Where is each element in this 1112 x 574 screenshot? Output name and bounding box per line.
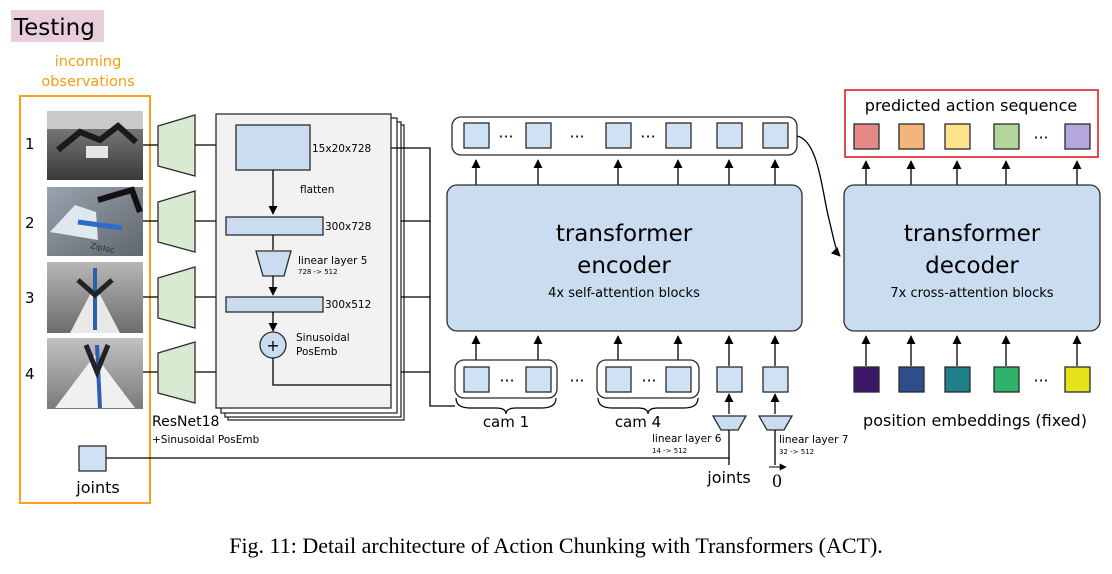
encoder-output-arrows <box>471 159 780 185</box>
position-token-1 <box>853 366 880 393</box>
joints-encoder-label: joints <box>706 468 750 487</box>
action-token-3 <box>944 123 971 150</box>
cam4-label: cam 4 <box>615 413 661 431</box>
encoder-output-tokens <box>463 122 789 149</box>
backbone-4 <box>157 341 196 404</box>
linear-layer-7-label: linear layer 7 <box>779 434 848 446</box>
position-ellipsis: ··· <box>1033 371 1048 390</box>
action-ellipsis: ··· <box>1033 128 1048 147</box>
observations-title-line2: observations <box>41 74 134 90</box>
cam1-label: cam 1 <box>483 413 529 431</box>
camera-image-2: Ziploc <box>47 186 143 256</box>
action-token-4 <box>993 123 1020 150</box>
posemb-label-line2: PosEmb <box>296 346 338 358</box>
zero-vector-label: 0 <box>772 471 782 492</box>
encoder-output-ellipsis-3: ··· <box>640 127 655 146</box>
linear-layer-6 <box>711 415 748 431</box>
camera-image-4 <box>47 338 143 409</box>
zero-token <box>762 366 789 393</box>
decoder-title-line1: transformer <box>904 221 1041 247</box>
linear-layer-6-label: linear layer 6 <box>652 433 722 445</box>
linear-layer-7-dims: 32 -> 512 <box>779 448 814 456</box>
backbone-label: ResNet18 <box>152 414 219 430</box>
backbone-1 <box>157 114 196 177</box>
cam4-brace <box>597 397 699 415</box>
decoder-subtitle: 7x cross-attention blocks <box>890 286 1053 301</box>
camera-index-2: 2 <box>25 214 35 232</box>
flattened-block <box>225 216 324 236</box>
action-token-1 <box>853 123 880 150</box>
camera-index-3: 3 <box>25 289 35 307</box>
transformer-encoder <box>446 184 803 332</box>
flattened-dims: 300x728 <box>325 221 371 233</box>
encoder-output-ellipsis-1: ··· <box>498 127 513 146</box>
posemb-label-line1: Sinusoidal <box>296 332 350 344</box>
position-token-5 <box>1064 366 1091 393</box>
feature-map-dims: 15x20x728 <box>312 143 371 155</box>
backbone-2 <box>157 190 196 253</box>
camera-index-1: 1 <box>25 135 35 153</box>
between-cams-ellipsis: ··· <box>569 371 584 390</box>
linear-layer-5-dims: 728 -> 512 <box>298 268 338 276</box>
decoder-input-arrows <box>861 335 1082 366</box>
joints-token <box>716 366 743 393</box>
action-token-5 <box>1064 123 1091 150</box>
action-sequence-label: predicted action sequence <box>865 96 1077 115</box>
decoder-title-line2: decoder <box>925 253 1019 279</box>
cam1-ellipsis: ··· <box>499 371 514 390</box>
projected-dims: 300x512 <box>325 299 371 311</box>
encoder-title-line1: transformer <box>556 221 693 247</box>
position-token-4 <box>993 366 1020 393</box>
cam4-ellipsis: ··· <box>641 371 656 390</box>
joints-input-token <box>78 445 107 472</box>
testing-label: Testing <box>13 15 95 41</box>
action-token-2 <box>898 123 925 150</box>
camera-index-4: 4 <box>25 365 35 383</box>
encoder-subtitle: 4x self-attention blocks <box>548 286 700 301</box>
projected-block <box>225 296 324 313</box>
figure-caption: Fig. 11: Detail architecture of Action C… <box>229 533 883 558</box>
flatten-label: flatten <box>300 184 334 196</box>
position-token-3 <box>944 366 971 393</box>
joints-input-label: joints <box>75 478 119 497</box>
encoder-title-line2: encoder <box>577 253 671 279</box>
feature-map-block <box>235 124 311 171</box>
camera-image-1 <box>47 111 143 180</box>
posemb-add-symbol: + <box>266 336 279 355</box>
observations-title-line1: incoming <box>55 54 122 70</box>
testing-label-bg <box>11 10 104 42</box>
position-embeddings-label: position embeddings (fixed) <box>863 411 1087 430</box>
observations-panel <box>19 95 151 504</box>
backbone-3 <box>157 266 196 329</box>
linear-layer-6-dims: 14 -> 512 <box>652 447 687 455</box>
action-sequence-panel <box>844 89 1099 158</box>
camera-image-3 <box>47 262 143 333</box>
position-token-2 <box>898 366 925 393</box>
encoder-output-ellipsis-2: ··· <box>569 127 584 146</box>
linear-layer-5 <box>255 250 292 277</box>
encoder-decoder-link <box>796 135 841 257</box>
cam1-brace <box>455 397 557 415</box>
linear-layer-5-label: linear layer 5 <box>298 255 367 267</box>
transformer-decoder <box>843 184 1101 332</box>
decoder-output-arrows <box>861 160 1082 185</box>
linear-layer-7 <box>757 415 794 431</box>
backbone-sublabel: +Sinusoidal PosEmb <box>152 434 260 446</box>
